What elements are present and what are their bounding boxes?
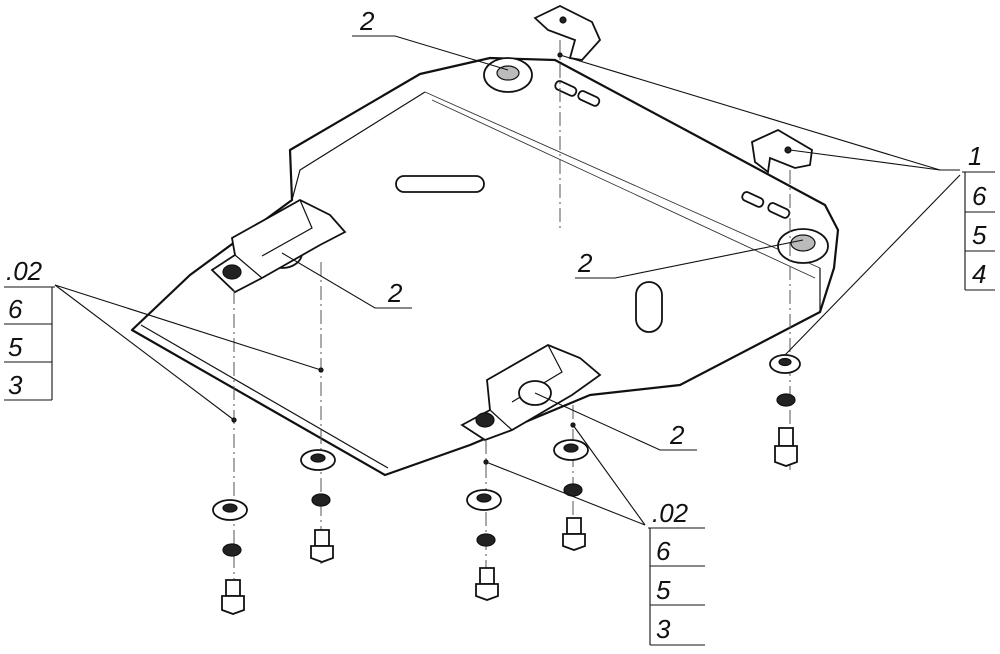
fastener-stack-right — [769, 354, 801, 467]
stack-left-head: .02 — [6, 256, 43, 286]
callout-left-mid: 2 — [387, 278, 403, 308]
stack-right-row-1: 6 — [972, 181, 987, 211]
label-stack-right: 1 6 5 4 — [962, 141, 995, 291]
stack-left-row-2: 5 — [8, 332, 23, 362]
fastener-stack-bottom-right — [553, 439, 589, 551]
stack-right-head: 1 — [968, 141, 982, 171]
stack-left-row-1: 6 — [8, 294, 23, 324]
small-slot — [767, 202, 791, 219]
label-stack-bottom: .02 6 5 3 — [648, 498, 705, 646]
front-bracket — [460, 344, 602, 442]
fastener-stack-left — [212, 499, 248, 615]
bracket-nut — [475, 412, 495, 428]
fastener-stack-left-mid — [300, 449, 336, 563]
label-stack-left: .02 6 5 3 — [4, 256, 55, 401]
leader-lines — [54, 35, 961, 526]
mount-boss-hole — [790, 234, 816, 252]
stack-bottom-row-2: 5 — [656, 575, 671, 605]
top-bracket-left — [533, 4, 602, 61]
oval-slot — [395, 175, 485, 193]
small-slot — [554, 80, 578, 97]
callout-top: 2 — [359, 6, 375, 36]
stack-right-row-3: 4 — [972, 259, 986, 289]
callout-bottom-right: 2 — [669, 420, 685, 450]
small-slot — [577, 90, 601, 107]
stack-right-row-2: 5 — [972, 220, 987, 250]
stack-bottom-row-3: 3 — [656, 614, 671, 644]
small-slot — [741, 191, 765, 208]
mount-boss-hole — [496, 65, 520, 81]
stack-bottom-head: .02 — [652, 498, 689, 528]
fastener-stack-bottom-left — [466, 489, 502, 601]
left-bracket — [210, 198, 347, 294]
top-bracket-right — [751, 128, 813, 174]
stack-bottom-row-1: 6 — [656, 536, 671, 566]
oval-slot — [635, 281, 663, 333]
callout-center: 2 — [577, 248, 593, 278]
stack-left-row-3: 3 — [8, 370, 23, 400]
bracket-nut — [222, 264, 242, 280]
